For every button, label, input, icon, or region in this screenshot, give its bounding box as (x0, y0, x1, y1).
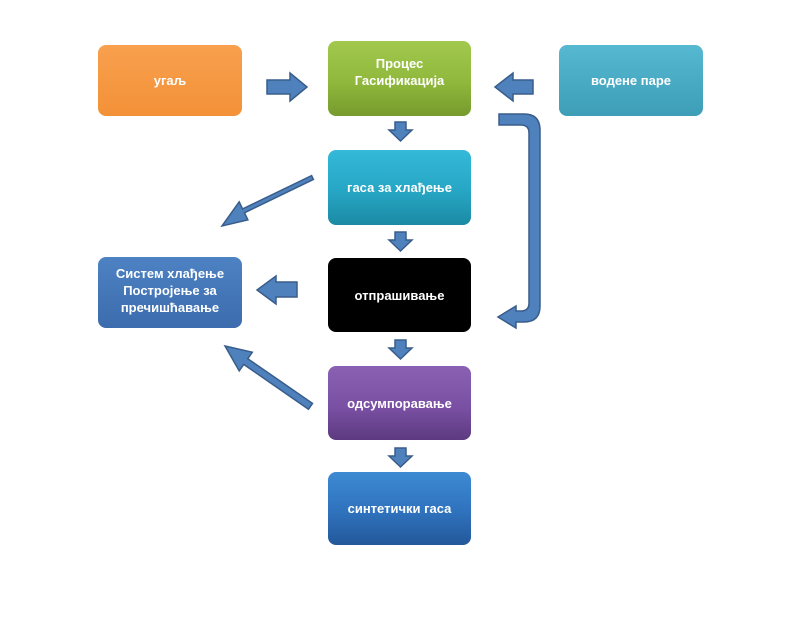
gasification-label: Процес Гасификација (354, 56, 445, 88)
coal-label: угаљ (153, 73, 187, 88)
arrow-desulfurization-to-cleaning (223, 344, 314, 411)
arrow-dedusting-to-desulfurization (387, 339, 414, 361)
cooling-gas-box: гаса за хлађење (328, 150, 471, 225)
arrow-dedusting-to-cleaning (255, 274, 298, 306)
cleaning-system-box: Систем хлађење Постројење за пречишћавањ… (98, 257, 242, 328)
arrow-cooling-to-dedusting (387, 231, 414, 253)
cooling-gas-label: гаса за хлађење (347, 180, 452, 195)
desulfurization-label: одсумпоравање (347, 395, 452, 411)
coal-box: угаљ (98, 45, 242, 116)
arrow-desulfurization-to-syngas (387, 447, 414, 469)
cleaning-system-label: Систем хлађење Постројење за пречишћавањ… (115, 266, 225, 315)
steam-box: водене паре (559, 45, 703, 116)
dedusting-box: отпрашивање (328, 258, 471, 332)
syngas-label: синтетички гаса (347, 501, 452, 516)
arrow-coal-to-gasification (266, 71, 309, 103)
arrow-gasification-to-cooling (387, 121, 414, 143)
desulfurization-box: одсумпоравање (328, 366, 471, 440)
gasification-process-box: Процес Гасификација (328, 41, 471, 116)
arrow-gasification-to-dedusting (496, 113, 541, 330)
arrow-cooling-to-cleaning (220, 174, 315, 228)
arrow-steam-to-gasification (493, 71, 534, 103)
dedusting-label: отпрашивање (354, 287, 445, 303)
syngas-box: синтетички гаса (328, 472, 471, 545)
steam-label: водене паре (590, 73, 672, 88)
